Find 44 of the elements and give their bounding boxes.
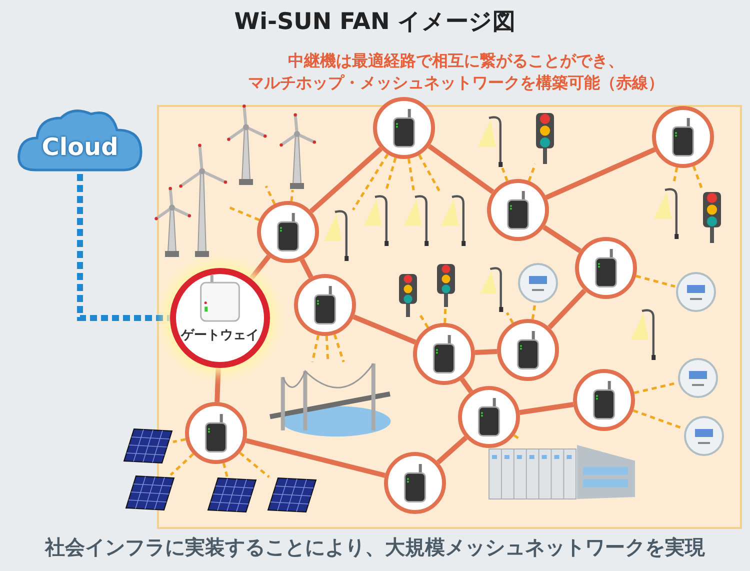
mesh-line [300, 258, 314, 278]
dashed-line [407, 158, 415, 192]
dashed-line [632, 409, 684, 430]
dashed-line [239, 452, 270, 478]
dashed-line [444, 306, 447, 324]
dashed-line [384, 157, 397, 192]
dashed-line [528, 164, 536, 182]
gateway-label: ゲートウェイ [180, 328, 260, 344]
caption: 社会インフラに実装することにより、大規模メッシュネットワークを実現 [44, 534, 706, 561]
dashed-line [352, 154, 389, 211]
dashed-line [506, 312, 514, 324]
title: Wi-SUN FAN イメージ図 [233, 8, 517, 37]
dashed-line [333, 334, 345, 362]
dashed-line [513, 434, 520, 440]
dashed-line [222, 462, 228, 478]
dashed-line [172, 438, 186, 444]
dashed-line [228, 206, 260, 222]
dashed-line [290, 190, 294, 202]
dashed-line [531, 304, 536, 320]
mesh-line [352, 314, 416, 345]
mesh-line [474, 349, 498, 355]
dashed-line [672, 167, 678, 184]
dashed-line [170, 453, 194, 476]
mesh-line [545, 147, 656, 200]
subtitle-note: 中継機は最適経路で相互に繋がることができ、マルチホップ・メッシュネットワークを構築可能（赤線） [247, 50, 665, 94]
mesh-line [519, 402, 574, 415]
mesh-line [214, 368, 221, 402]
dashed-line [77, 174, 170, 321]
cloud-label: Cloud [40, 132, 120, 162]
mesh-line [542, 225, 582, 253]
dashed-line [311, 335, 320, 362]
mesh-line [309, 146, 383, 214]
dashed-line [634, 382, 678, 394]
mesh-line [246, 438, 386, 478]
dashed-line [418, 154, 442, 193]
dashed-line [264, 185, 276, 205]
mesh-line [428, 144, 494, 194]
dashed-line [418, 312, 429, 328]
mesh-line [548, 288, 586, 330]
mesh-line [249, 254, 271, 280]
dashed-line [636, 274, 676, 288]
mesh-line [460, 378, 474, 394]
dashed-line [501, 168, 508, 182]
mesh-line [436, 436, 468, 464]
